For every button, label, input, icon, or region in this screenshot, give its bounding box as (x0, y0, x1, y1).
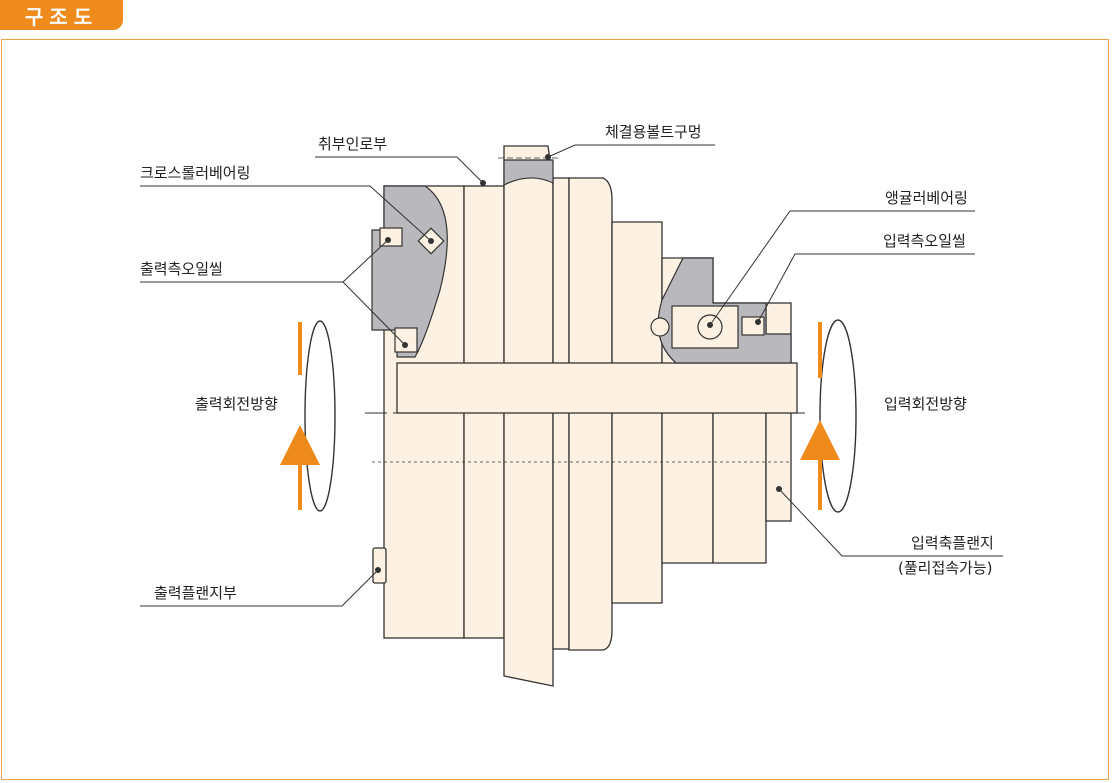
label-output-flange: 출력플랜지부 (154, 584, 237, 602)
section-tag: 구조도 (0, 0, 123, 30)
output-flange-lip (372, 547, 387, 584)
leader-dots (375, 154, 782, 573)
angular-bearing-ball-2 (650, 317, 670, 337)
bolt-hole-disk (503, 145, 554, 687)
label-pulley-connectable: (풀리접속가능) (898, 559, 993, 577)
angular-bearing-race (671, 305, 739, 349)
label-input-rotation: 입력회전방향 (884, 395, 967, 413)
output-seal-lower (394, 327, 418, 353)
input-rotation-indicator (800, 319, 857, 513)
label-mounting-spigot: 취부인로부 (318, 135, 387, 153)
label-output-rotation: 출력회전방향 (195, 395, 278, 413)
label-input-oil-seal: 입력측오일씰 (883, 232, 966, 250)
main-shaft (396, 362, 798, 414)
label-fastening-bolt-hole: 체결용볼트구멍 (605, 123, 702, 141)
label-input-shaft-flange: 입력축플랜지 (911, 534, 994, 552)
diagram-frame (1, 39, 1109, 780)
label-cross-roller-bearing: 크로스롤러베어링 (140, 164, 250, 182)
output-rotation-indicator (280, 320, 336, 512)
ring-b (568, 177, 613, 651)
bolt-hole-gray (503, 159, 554, 186)
label-angular-bearing: 앵귤러베어링 (885, 189, 968, 207)
leader-lines (140, 144, 1003, 607)
input-seal (741, 316, 765, 336)
label-output-oil-seal: 출력측오일씰 (140, 260, 223, 278)
output-seal-upper (379, 227, 403, 247)
